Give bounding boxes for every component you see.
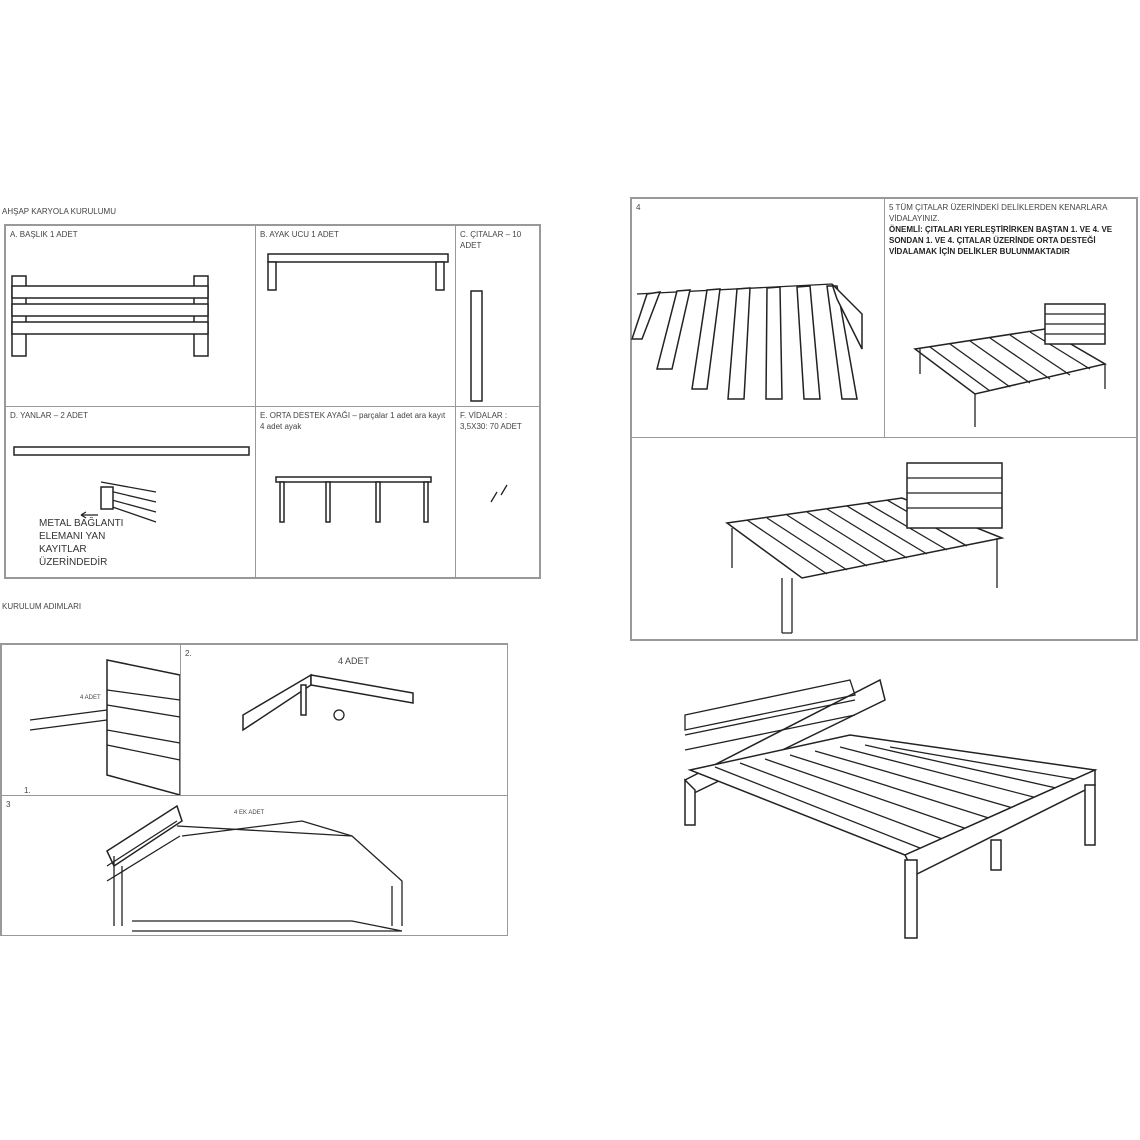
step1-callout: 4 ADET — [80, 695, 101, 701]
step2-number: 2. — [185, 649, 192, 658]
metal-connector-note: METAL BAĞLANTI ELEMANI YAN KAYITLAR ÜZER… — [39, 518, 124, 568]
center-support-drawing — [275, 476, 432, 523]
part-e-cell: E. ORTA DESTEK AYAĞI – parçalar 1 adet a… — [255, 406, 456, 578]
steps-4-5-box: 4 5 TÜM ÇITALAR ÜZERİNDEKİ DELİKLERDEN K… — [630, 197, 1138, 641]
step4-cell: 4 — [630, 198, 885, 438]
parts-table: A. BAŞLIK 1 ADET B. AYAK UCU 1 ADET C. Ç… — [4, 224, 541, 579]
slat-drawing — [470, 290, 483, 402]
part-d-label: D. YANLAR – 2 ADET — [10, 411, 88, 420]
step2-cell: 2. 4 ADET — [180, 644, 508, 796]
step1-number: 1. — [24, 786, 31, 795]
part-f-cell: F. VİDALAR : 3,5X30: 70 ADET — [455, 406, 540, 578]
part-a-cell: A. BAŞLIK 1 ADET — [5, 225, 256, 407]
step5-text: 5 TÜM ÇITALAR ÜZERİNDEKİ DELİKLERDEN KEN… — [889, 203, 1107, 223]
step5-cell: 5 TÜM ÇITALAR ÜZERİNDEKİ DELİKLERDEN KEN… — [884, 198, 1137, 438]
part-f-label: F. VİDALAR : 3,5X30: 70 ADET — [460, 411, 522, 431]
screws-drawing — [490, 484, 508, 503]
headboard-drawing — [11, 275, 209, 357]
steps-title: KURULUM ADIMLARI — [2, 602, 82, 611]
step2-drawing — [242, 673, 414, 732]
step-bed-frame-cell — [631, 437, 1137, 640]
step1-cell: 4 ADET 1. — [1, 644, 181, 796]
step4-drawing — [630, 283, 863, 400]
parts-title: AHŞAP KARYOLA KURULUMU — [2, 207, 116, 216]
footboard-drawing — [267, 253, 449, 291]
part-c-cell: C. ÇITALAR – 10 ADET — [455, 225, 540, 407]
step3-number: 3 — [6, 800, 11, 809]
step1-drawing — [29, 659, 181, 796]
step3-cell: 3 4 EK ADET — [1, 795, 508, 936]
step3-drawing — [106, 804, 403, 932]
side-rail-drawing — [13, 446, 250, 523]
step3-callout: 4 EK ADET — [234, 810, 265, 816]
part-e-label: E. ORTA DESTEK AYAĞI – parçalar 1 adet a… — [260, 411, 446, 431]
part-c-label: C. ÇITALAR – 10 ADET — [460, 230, 522, 250]
part-d-cell: D. YANLAR – 2 ADET METAL BAĞLANTI ELEMAN… — [5, 406, 256, 578]
part-b-cell: B. AYAK UCU 1 ADET — [255, 225, 456, 407]
step5-warning: ÖNEMLİ: ÇITALARI YERLEŞTİRİRKEN BAŞTAN 1… — [889, 225, 1113, 256]
bed-frame-drawing — [725, 462, 1005, 634]
step4-number: 4 — [636, 203, 641, 212]
finished-bed-drawing — [684, 678, 1098, 939]
part-b-label: B. AYAK UCU 1 ADET — [260, 230, 339, 239]
step2-callout: 4 ADET — [338, 656, 370, 666]
steps-box: 4 ADET 1. 2. 4 ADET 3 4 EK ADET — [0, 643, 508, 936]
step5-drawing — [913, 303, 1108, 427]
part-a-label: A. BAŞLIK 1 ADET — [10, 230, 78, 239]
